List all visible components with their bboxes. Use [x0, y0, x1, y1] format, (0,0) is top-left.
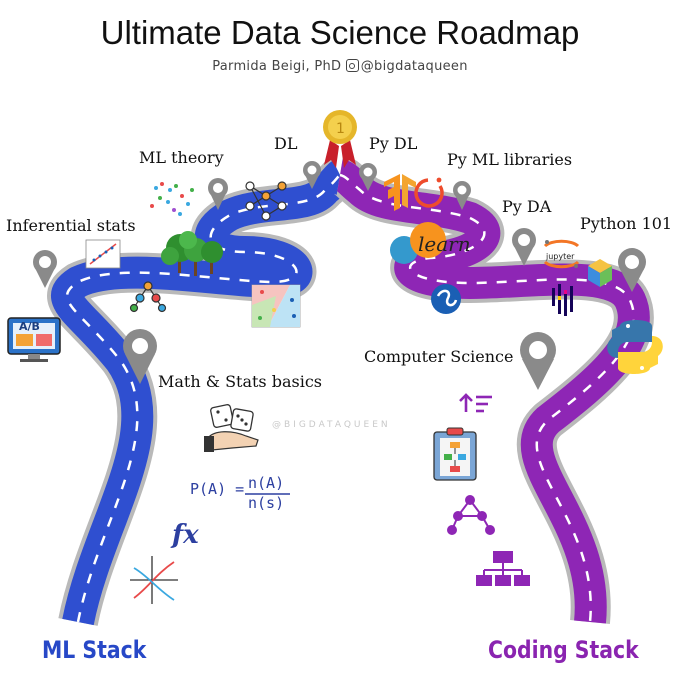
formula-lhs: P(A) = — [190, 480, 245, 498]
pin-py-dl — [359, 163, 377, 191]
label-dl: DL — [274, 134, 298, 153]
label-computer-science: Computer Science — [364, 347, 514, 366]
dice-icon — [204, 404, 259, 452]
instagram-icon — [345, 59, 359, 72]
pytorch-icon — [414, 177, 444, 208]
graph-icon — [447, 495, 495, 535]
byline: Parmida Beigi, PhD @bigdataqueen — [0, 59, 680, 74]
hierarchy-icon — [476, 551, 530, 586]
pin-python101 — [618, 248, 646, 292]
label-inferential-stats: Inferential stats — [6, 216, 136, 235]
medal-icon: 1 — [323, 110, 357, 168]
author-name: Parmida Beigi, PhD — [212, 59, 342, 74]
page-title: Ultimate Data Science Roadmap — [100, 14, 580, 51]
python-icon — [607, 320, 663, 374]
ab-test-icon — [7, 317, 61, 362]
label-py-da: Py DA — [502, 197, 552, 216]
decision-tree-icon — [129, 281, 167, 313]
pin-py-ml — [453, 181, 471, 210]
tree-icon — [161, 231, 223, 276]
axes-icon — [130, 556, 178, 604]
pin-dl — [303, 161, 321, 189]
coding-road — [340, 175, 634, 622]
fx-icon: fx — [172, 520, 199, 550]
scipy-icon — [431, 284, 461, 314]
watermark: @BIGDATAQUEEN — [272, 420, 391, 430]
jupyter-text: jupyter — [546, 252, 575, 261]
sklearn-icon — [390, 222, 446, 264]
formula-denominator: n(s) — [248, 494, 285, 512]
jupyter-icon — [543, 239, 580, 269]
formula-numerator: n(A) — [248, 474, 285, 492]
pin-inferential — [33, 250, 57, 288]
pin-cs — [520, 332, 556, 390]
pin-ml-theory — [208, 178, 228, 210]
neural-net-icon — [245, 181, 287, 221]
pin-py-da — [512, 228, 536, 266]
svg-text:1: 1 — [336, 121, 345, 137]
label-py-dl: Py DL — [369, 134, 418, 153]
sklearn-text: learn — [418, 232, 471, 256]
label-math-stats: Math & Stats basics — [158, 372, 323, 391]
scatter-icon — [150, 182, 194, 216]
coding-stack-label: Coding Stack — [488, 636, 639, 664]
inferential-chart-icon — [85, 239, 121, 269]
label-ml-theory: ML theory — [139, 148, 224, 167]
label-py-ml-libraries: Py ML libraries — [447, 150, 573, 169]
tensorflow-icon — [384, 174, 416, 211]
author-handle: @bigdataqueen — [360, 59, 468, 74]
flowchart-icon — [433, 427, 477, 481]
cube-icon — [588, 259, 612, 287]
pin-math-stats — [123, 329, 157, 384]
classification-icon — [251, 284, 301, 328]
label-python-101: Python 101 — [580, 214, 673, 233]
probability-formula: P(A) = n(A) n(s) — [190, 474, 284, 512]
pandas-icon — [552, 284, 573, 316]
ml-stack-label: ML Stack — [42, 636, 147, 664]
sort-icon — [459, 393, 492, 413]
ab-text: A/B — [19, 320, 40, 333]
